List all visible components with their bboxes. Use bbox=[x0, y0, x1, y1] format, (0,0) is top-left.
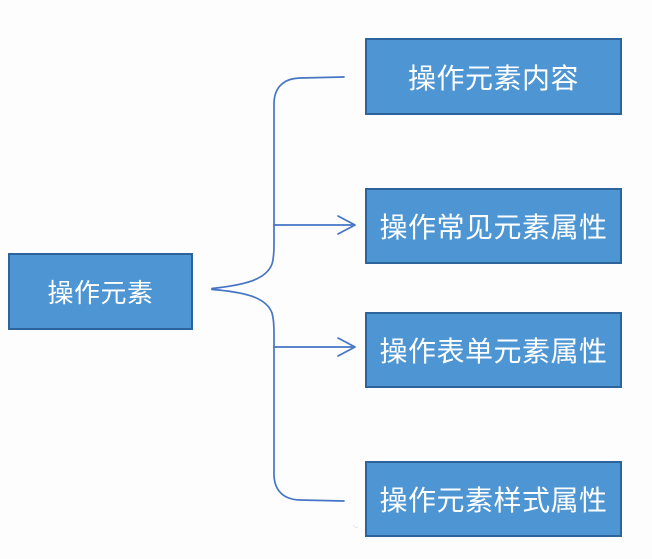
node-child-common-attributes: 操作常见元素属性 bbox=[365, 188, 622, 264]
node-child-4-label: 操作元素样式属性 bbox=[379, 485, 608, 516]
node-child-3-label: 操作表单元素属性 bbox=[379, 336, 608, 367]
arrowhead-child-3-icon bbox=[337, 337, 356, 357]
node-child-2-label: 操作常见元素属性 bbox=[379, 212, 608, 243]
smudge-artifact bbox=[352, 524, 359, 529]
node-root-label: 操作元素 bbox=[47, 278, 154, 308]
node-child-element-content: 操作元素内容 bbox=[365, 38, 622, 115]
connector-branch-bottom bbox=[211, 288, 345, 502]
connector-branch-top bbox=[211, 76, 345, 290]
arrowhead-child-2-icon bbox=[337, 215, 356, 235]
node-child-form-attributes: 操作表单元素属性 bbox=[365, 312, 622, 388]
node-child-style-attributes: 操作元素样式属性 bbox=[365, 461, 622, 537]
node-child-1-label: 操作元素内容 bbox=[407, 62, 579, 94]
node-root: 操作元素 bbox=[8, 253, 193, 330]
